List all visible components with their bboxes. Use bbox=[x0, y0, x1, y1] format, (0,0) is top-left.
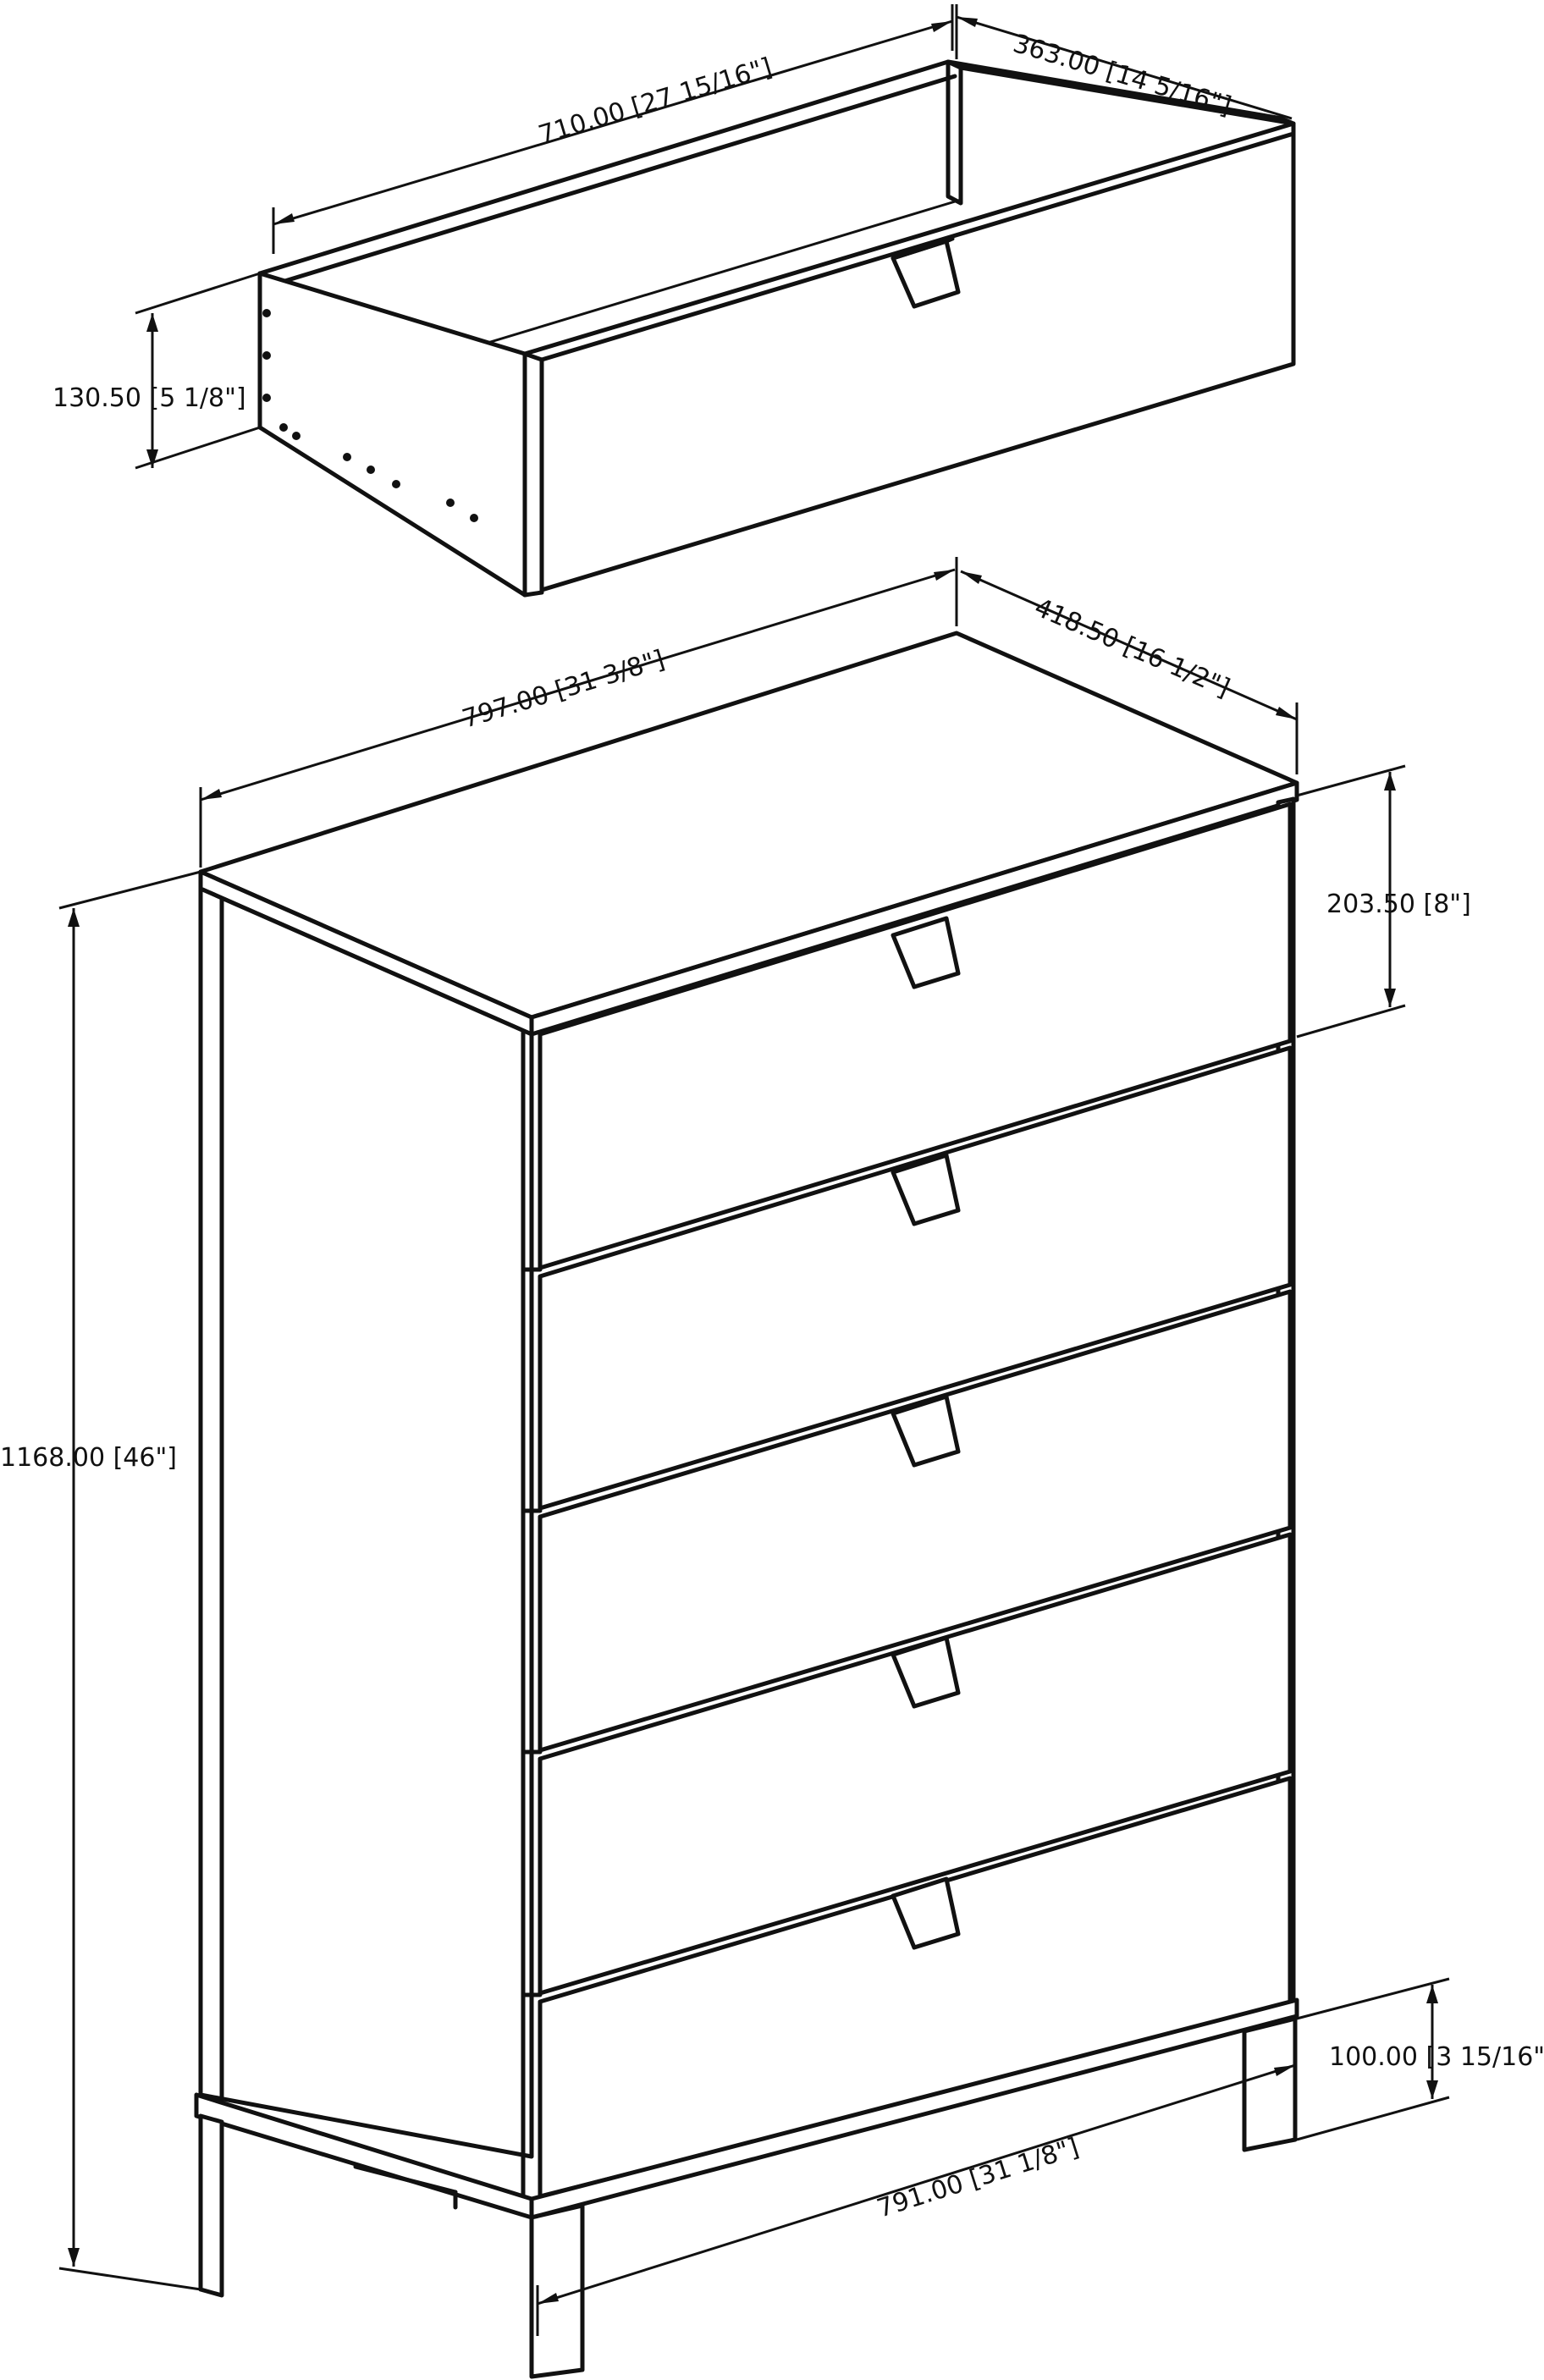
drawer-front-panel bbox=[522, 121, 1296, 598]
drawer-front-4 bbox=[538, 1532, 1293, 1996]
drawer-handle-icon bbox=[891, 1394, 961, 1468]
leg-front-right bbox=[1242, 2016, 1298, 2152]
base-rail-front bbox=[529, 1997, 1299, 2220]
chest-side-panel bbox=[198, 886, 534, 2159]
chest-body bbox=[198, 631, 1299, 2159]
leg-height-label: 100.00 [3 15/16"] bbox=[1329, 2042, 1544, 2072]
drawer-back-panel bbox=[946, 59, 963, 206]
drawer-front-3 bbox=[538, 1289, 1293, 1753]
drawer-handle-icon bbox=[891, 236, 961, 309]
total-height-label: 1168.00 [46"] bbox=[0, 1443, 177, 1473]
drawer-handle-icon bbox=[891, 1876, 961, 1950]
drawer-height-label: 130.50 [5 1/8"] bbox=[52, 383, 246, 413]
drawer-front-1 bbox=[538, 802, 1293, 1270]
leg-back-left bbox=[198, 2113, 224, 2298]
drawer-front-edge bbox=[522, 351, 544, 598]
top-width-label: 797.00 [31 3/8"] bbox=[459, 645, 668, 735]
drawer-handle-icon bbox=[891, 1635, 961, 1709]
drawer-handle-icon bbox=[891, 1153, 961, 1226]
drawer-front-2 bbox=[538, 1045, 1293, 1511]
chest-base bbox=[194, 1997, 1299, 2379]
drawer-width-label: 710.00 [27 15/16"] bbox=[535, 52, 775, 151]
base-width-label: 791.00 [31 1/8"] bbox=[874, 2133, 1083, 2224]
chest-dimension-lines bbox=[58, 557, 1450, 2336]
exploded-drawer bbox=[257, 59, 1296, 598]
chest-handles bbox=[891, 916, 961, 1950]
drawer-depth-label: 363.00 [14 5/16"] bbox=[1010, 29, 1235, 121]
leg-front-left bbox=[529, 2203, 585, 2379]
drawer-side-holes bbox=[262, 309, 478, 522]
chest-drawer-fronts bbox=[521, 802, 1293, 2201]
drawer-handle-icon bbox=[891, 916, 961, 989]
drawer-dimension-lines bbox=[135, 4, 1293, 470]
drawer-front-height-label: 203.50 [8"] bbox=[1326, 890, 1471, 919]
